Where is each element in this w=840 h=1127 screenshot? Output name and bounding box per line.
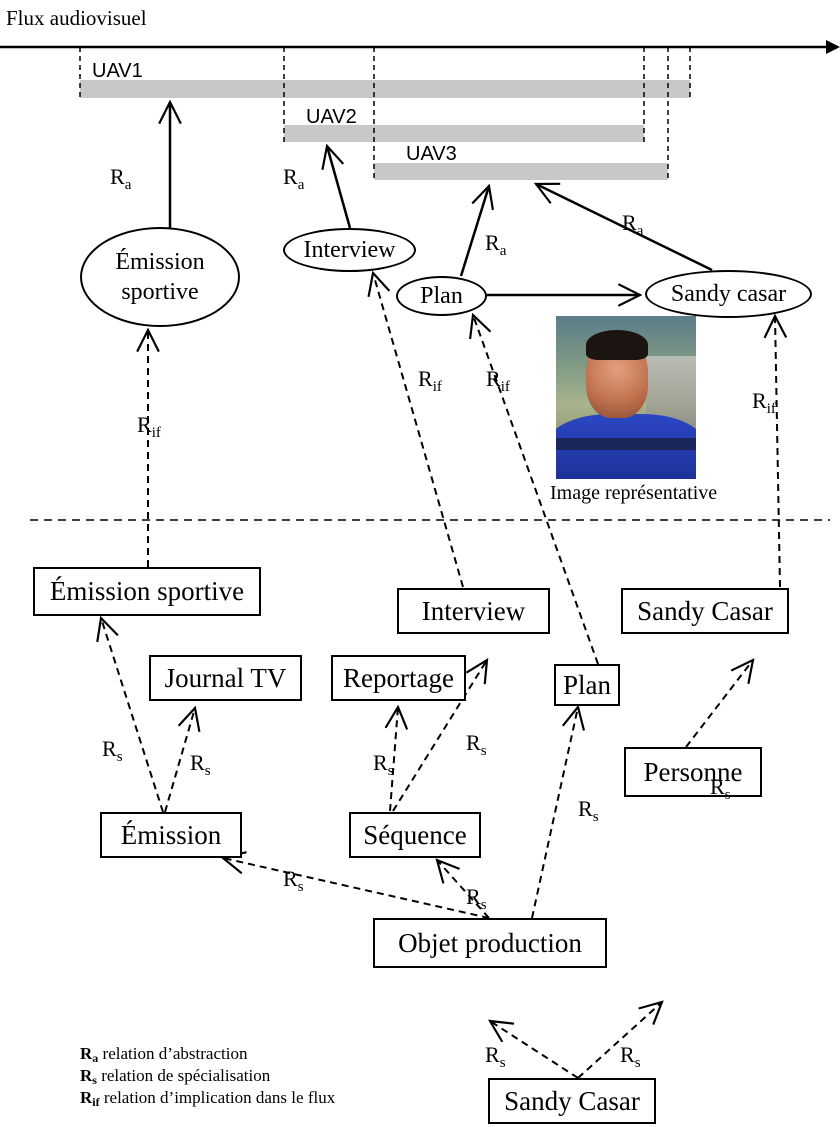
- arrow-rif-interview: [373, 273, 464, 588]
- box-objet-production: Objet production: [373, 918, 607, 968]
- arrow-rif-sandy: [775, 316, 780, 588]
- ellipse-emission-sportive: Émission sportive: [80, 227, 240, 327]
- flow-label: Flux audiovisuel: [6, 6, 147, 30]
- uav3-label: UAV3: [406, 143, 457, 165]
- arrow-rs-reportage: [390, 707, 398, 812]
- ellipse-plan: Plan: [396, 276, 487, 316]
- box-reportage: Reportage: [331, 655, 466, 701]
- box-emission: Émission: [100, 812, 242, 858]
- arrow-rs-emission-sportive: [101, 618, 164, 813]
- image-caption: Image représentative: [550, 482, 718, 504]
- uav1-label: UAV1: [92, 60, 143, 82]
- rel-label-rs: Rs: [466, 730, 487, 759]
- box-interview: Interview: [397, 588, 550, 634]
- uav3-bar: [374, 163, 668, 180]
- box-sandy-casar-top: Sandy Casar: [621, 588, 789, 634]
- rel-label-ra: Ra: [485, 230, 507, 259]
- arrow-rs-interview: [392, 660, 487, 812]
- rel-label-ra: Ra: [283, 164, 305, 193]
- arrow-rs-objet: [490, 1021, 579, 1079]
- rel-label-rif: Rif: [418, 366, 442, 395]
- rel-label-rs: Rs: [466, 884, 487, 913]
- rel-label-rs: Rs: [710, 774, 731, 803]
- rel-label-rif: Rif: [752, 388, 776, 417]
- rel-label-rs: Rs: [620, 1042, 641, 1071]
- arrow-sandy-uav3: [536, 184, 713, 272]
- uav2-label: UAV2: [306, 106, 357, 128]
- box-sandy-casar-bottom: Sandy Casar: [488, 1078, 656, 1124]
- arrow-plan-uav3: [459, 186, 489, 277]
- rel-label-rs: Rs: [373, 750, 394, 779]
- legend-ra: Ra relation d’abstraction: [80, 1044, 248, 1065]
- rel-label-rs: Rs: [102, 736, 123, 765]
- rel-label-ra: Ra: [622, 210, 644, 239]
- uav1-bar: [80, 80, 690, 98]
- legend-rif: Rif relation d’implication dans le flux: [80, 1088, 336, 1109]
- box-personne: Personne: [624, 747, 762, 797]
- legend-rs: Rs relation de spécialisation: [80, 1066, 271, 1087]
- arrow-rs-personne: [577, 1002, 662, 1079]
- box-journal-tv: Journal TV: [149, 655, 302, 701]
- arrow-rs-sequence: [437, 860, 490, 919]
- dashed-arrows: [101, 273, 780, 1079]
- arrow-rs-journal: [164, 708, 195, 813]
- ellipse-interview: Interview: [283, 228, 416, 272]
- arrow-rs-sandy: [685, 660, 753, 748]
- abstraction-arrows: [170, 102, 713, 295]
- rel-label-rif: Rif: [486, 366, 510, 395]
- ellipse-sandy-casar: Sandy casar: [645, 270, 812, 318]
- rel-label-rs: Rs: [190, 750, 211, 779]
- box-sequence: Séquence: [349, 812, 481, 858]
- ellipse-emission-line2: sportive: [121, 279, 199, 305]
- arrow-interview-uav2: [327, 146, 352, 229]
- rel-label-rs: Rs: [578, 796, 599, 825]
- uav-bounds: [79, 47, 691, 180]
- arrow-rs-plan: [531, 707, 578, 919]
- representative-image: [556, 316, 696, 479]
- flow-arrowhead: [826, 40, 840, 54]
- rel-label-rs: Rs: [283, 866, 304, 895]
- box-emission-sportive: Émission sportive: [33, 567, 261, 616]
- ellipse-emission-line1: Émission: [115, 249, 205, 275]
- arrow-rs-emission: [223, 858, 490, 919]
- rel-label-rif: Rif: [137, 412, 161, 441]
- arrow-rif-plan: [473, 315, 599, 665]
- rel-label-ra: Ra: [110, 164, 132, 193]
- rel-label-rs: Rs: [485, 1042, 506, 1071]
- box-plan: Plan: [554, 664, 620, 706]
